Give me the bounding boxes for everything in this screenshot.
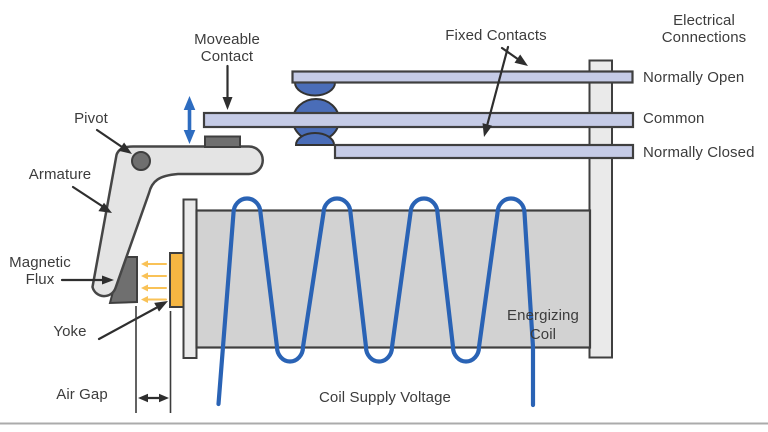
magnetic-flux-arrow [60, 275, 114, 285]
label-electrical-connections: Electrical Connections [662, 12, 747, 46]
label-armature: Armature [28, 166, 92, 183]
label-energizing-coil-line2: Coil [529, 326, 557, 343]
label-magnetic-flux-line2: Flux [25, 271, 55, 288]
normally-open-bar [291, 70, 634, 84]
label-normally-closed: Normally Closed [643, 144, 755, 161]
normally-open-contact [293, 81, 337, 97]
label-common: Common [643, 110, 705, 127]
pivot-pin [131, 151, 151, 171]
yoke-arrow [97, 301, 168, 341]
label-moveable-contact-line1: Moveable [194, 31, 260, 48]
moveable-contact-arrow [222, 64, 233, 110]
label-moveable-contact: Moveable Contact [194, 31, 260, 65]
air-gap-dimension [135, 306, 172, 413]
label-yoke: Yoke [53, 323, 87, 340]
pivot-arrow [95, 128, 132, 154]
armature-shape [91, 145, 264, 298]
coil-wire [216, 196, 536, 408]
label-electrical-connections-line1: Electrical [673, 12, 735, 29]
yoke-face [169, 252, 185, 308]
fixed-contacts-arrow-lower [482, 45, 510, 137]
label-energizing-coil: Energizing Coil [507, 306, 579, 344]
fixed-contacts-arrow-upper [500, 46, 528, 66]
moveable-contact-block [204, 135, 241, 148]
motion-arrow-icon [183, 96, 196, 144]
label-moveable-contact-line2: Contact [200, 48, 254, 65]
label-electrical-connections-line2: Connections [661, 29, 747, 46]
normally-closed-contact [294, 132, 336, 146]
label-magnetic-flux: Magnetic Flux [9, 254, 71, 288]
label-fixed-contacts: Fixed Contacts [445, 27, 547, 44]
label-coil-supply-voltage: Coil Supply Voltage [319, 389, 451, 406]
magnetic-flux-arrows [141, 260, 167, 303]
label-energizing-coil-line1: Energizing [507, 307, 579, 324]
label-pivot: Pivot [74, 110, 108, 127]
connection-post [588, 59, 613, 359]
label-normally-open: Normally Open [643, 69, 745, 86]
armature-arrow [71, 185, 112, 213]
label-magnetic-flux-line1: Magnetic [9, 254, 71, 271]
label-air-gap: Air Gap [56, 386, 108, 403]
common-bar [202, 111, 635, 129]
coil-end-cap [182, 198, 198, 359]
normally-closed-bar [333, 143, 635, 160]
